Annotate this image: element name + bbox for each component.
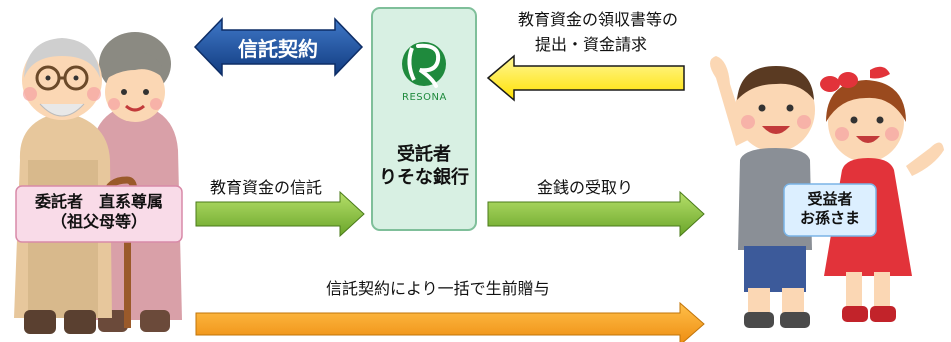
lump-sum-gift-label: 信託契約により一括で生前贈与	[326, 279, 550, 298]
resona-logo	[402, 42, 446, 88]
trust-contract-label: 信託契約	[238, 37, 318, 61]
education-trust-arrow	[195, 190, 365, 238]
money-receipt-label: 金銭の受取り	[537, 178, 634, 197]
settlor-line1: 委託者 直系尊属	[34, 192, 163, 211]
bank-role-label: 受託者 りそな銀行	[372, 144, 476, 189]
bank-name: りそな銀行	[379, 166, 469, 188]
grandparents-illustration	[14, 32, 182, 334]
bank-role: 受託者	[397, 144, 451, 165]
settlor-line2: （祖父母等）	[50, 212, 147, 231]
money-receipt-arrow	[487, 190, 705, 238]
bank-box	[371, 7, 477, 231]
beneficiary-label: 受益者 お孫さま	[784, 190, 876, 228]
beneficiary-box	[783, 183, 877, 237]
receipts-request-line1: 教育資金の領収書等の	[518, 10, 679, 29]
trust-contract-double-arrow	[193, 17, 364, 77]
request-arrow	[486, 54, 685, 102]
beneficiary-line2: お孫さま	[799, 208, 860, 227]
resona-logo-text: RESONA	[402, 92, 447, 103]
settlor-label: 委託者 直系尊属 （祖父母等）	[16, 192, 182, 232]
beneficiary-line1: 受益者	[807, 190, 853, 208]
education-trust-label: 教育資金の信託	[210, 178, 323, 197]
lump-sum-gift-arrow	[195, 301, 705, 342]
receipts-request-line2: 提出・資金請求	[535, 35, 648, 54]
settlor-box	[15, 185, 183, 243]
